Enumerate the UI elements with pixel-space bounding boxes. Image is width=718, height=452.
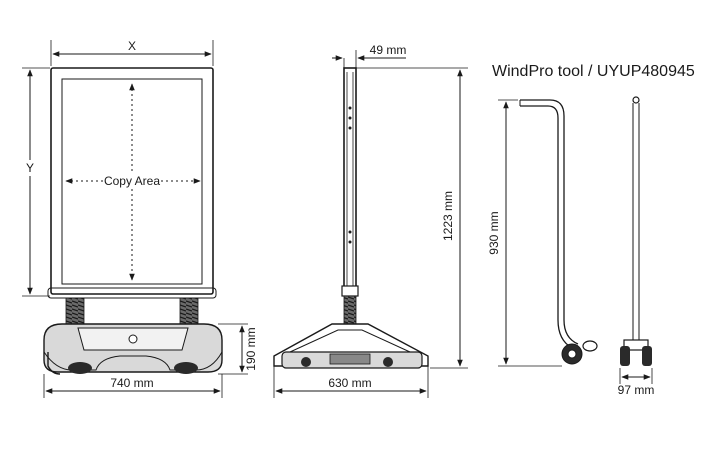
- tool-title: WindPro tool / UYUP480945: [492, 63, 695, 80]
- base-width-dimension: 740 mm: [43, 374, 223, 398]
- front-view: X Y Copy Area: [22, 39, 258, 398]
- tool-front-view: [620, 96, 652, 366]
- tool-width-label: 97 mm: [618, 383, 655, 397]
- base-height-dimension: 190 mm: [218, 323, 258, 375]
- frame-bottom-rail: [47, 287, 217, 299]
- base-depth-label: 630 mm: [328, 376, 371, 390]
- width-x-dimension: X: [50, 39, 214, 66]
- width-x-label: X: [128, 39, 136, 53]
- base-height-label: 190 mm: [244, 327, 258, 370]
- left-spring: [65, 297, 85, 327]
- front-base: [43, 323, 223, 375]
- depth-dimension: 49 mm: [332, 43, 406, 68]
- tool-side-view: [519, 99, 598, 365]
- tool-height-label: 930 mm: [487, 211, 501, 254]
- side-spring: [343, 295, 357, 325]
- copy-area-indicator: Copy Area: [65, 83, 201, 281]
- side-frame: [343, 67, 357, 295]
- height-y-label: Y: [26, 161, 34, 175]
- tool-left-wheel: [620, 346, 630, 366]
- copy-area-label: Copy Area: [104, 174, 160, 188]
- right-spring: [179, 297, 199, 327]
- poster-frame-inner: [61, 78, 203, 285]
- total-height-label: 1223 mm: [441, 191, 455, 241]
- tool-height-dimension: 930 mm: [487, 99, 562, 367]
- side-base: [273, 323, 429, 369]
- base-depth-dimension: 630 mm: [273, 366, 429, 398]
- tool-right-wheel: [642, 346, 652, 366]
- depth-label: 49 mm: [370, 43, 407, 57]
- height-y-dimension: Y: [22, 67, 50, 297]
- tool-width-dimension: 97 mm: [618, 368, 655, 397]
- side-view: 49 mm 630 mm: [273, 43, 468, 398]
- base-width-label: 740 mm: [110, 376, 153, 390]
- total-height-dimension: 1223 mm: [356, 67, 468, 369]
